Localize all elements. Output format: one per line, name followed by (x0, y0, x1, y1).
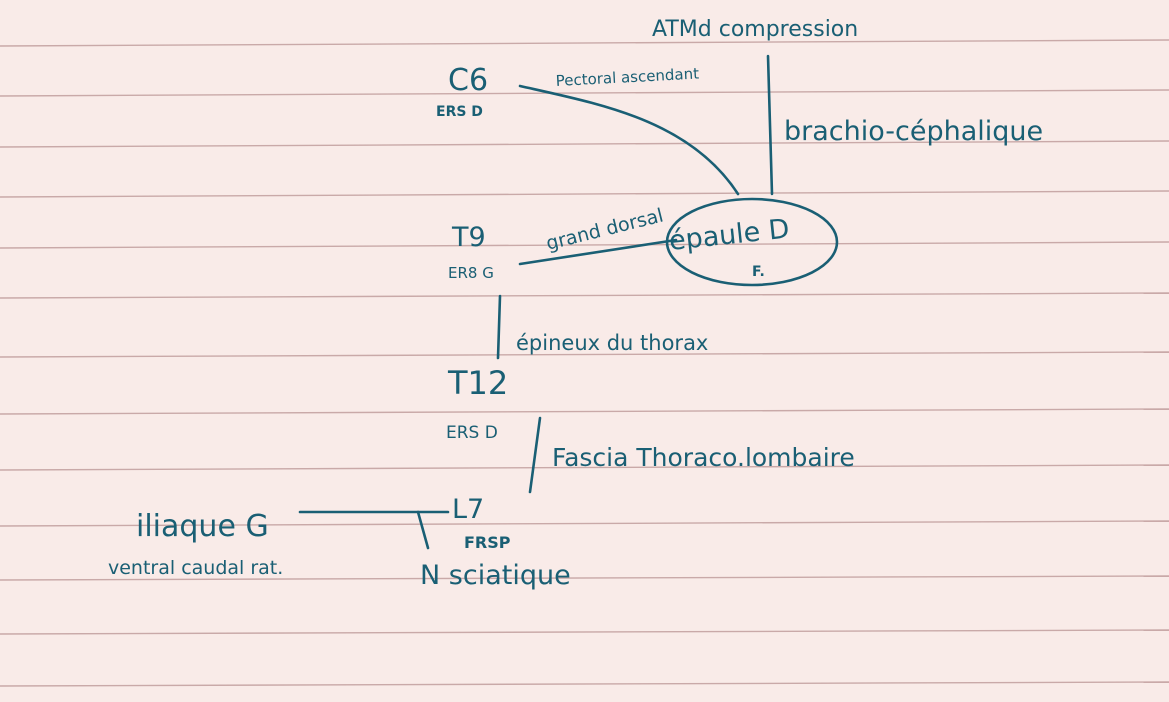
t9-vertebra-label: T9 (451, 222, 486, 253)
c6-vertebra-label: C6 (448, 63, 488, 98)
t12-vertebra-label: T12 (447, 364, 508, 402)
shoulder-ellipse (665, 197, 839, 287)
fascia-thoraco-lombaire-label: Fascia Thoraco.lombaire (552, 443, 855, 472)
l7-vertebra-label: L7 (452, 494, 484, 525)
epineux-thorax-label: épineux du thorax (516, 331, 708, 355)
sciatique-label: N sciatique (420, 560, 571, 591)
ventral-caudal-label: ventral caudal rat. (108, 557, 283, 579)
brachio-cephalique-line (766, 54, 774, 196)
t9-code-label: ER8 G (448, 264, 494, 282)
top-compression-label: ATMd compression (652, 17, 858, 42)
shoulder-label: épaule D (667, 213, 790, 256)
iliaque-tick (416, 510, 430, 550)
labels: ATMd compression C6 ERS D Pectoral ascen… (108, 17, 1043, 591)
epineux-line (496, 294, 502, 360)
shoulder-sub-label: F. (752, 264, 765, 280)
connector-lines (298, 54, 839, 550)
ruled-lines (0, 39, 1169, 687)
grand-dorsal-label: grand dorsal (544, 204, 666, 254)
fascia-line (528, 416, 542, 494)
c6-code-label: ERS D (436, 104, 483, 120)
t12-code-label: ERS D (446, 423, 498, 443)
pectoral-ascendant-label: Pectoral ascendant (555, 65, 699, 90)
iliaque-label: iliaque G (136, 509, 269, 544)
grand-dorsal-line (518, 238, 678, 266)
l7-code-label: FRSP (464, 533, 511, 552)
c6-to-shoulder-curve (518, 84, 740, 196)
brachio-cephalique-label: brachio-céphalique (784, 116, 1043, 147)
